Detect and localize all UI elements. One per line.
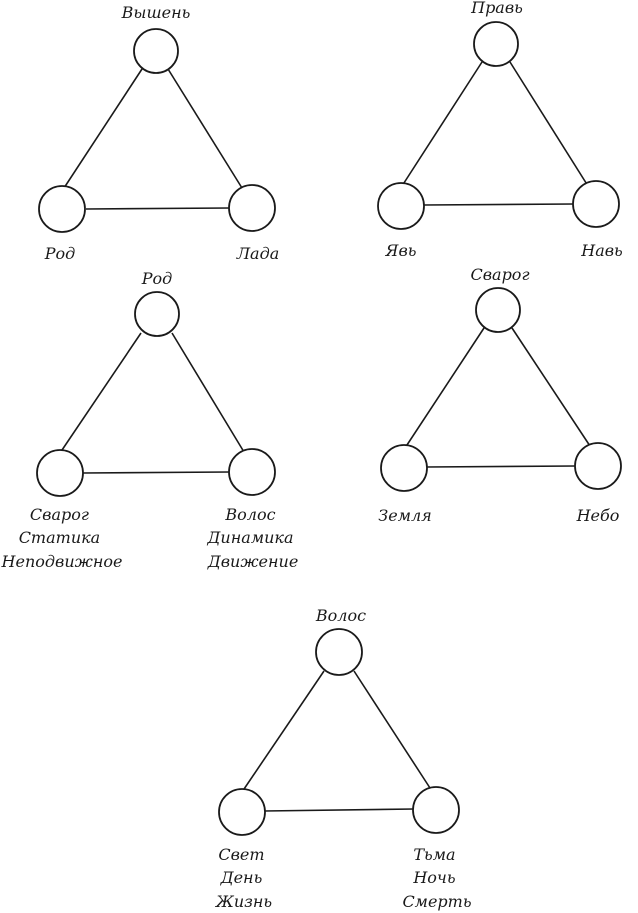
triad-4-edge-left-right [425,465,577,468]
triad-4-top-label: Сварог [470,265,529,284]
triad-1-left-node [38,185,86,233]
triad-2-edge-left-right [423,203,575,206]
triad-5-right-line-2: Ночь [412,868,455,887]
triad-3-right-line-2: Динамика [206,528,293,547]
triad-3-top-label: Род [141,269,173,288]
triad-5-top-label: Волос [315,606,366,625]
triad-4-right-node [574,442,622,490]
triad-3-left-line-3: Неподвижное [1,552,123,571]
triad-5: Волос Свет День Жизнь Тьма Ночь Смерть [215,606,472,911]
triad-5-left-line-1: Свет [218,845,264,864]
triad-5-edge-top-right [353,670,431,789]
triad-1-edge-left-right [85,207,231,210]
triad-2: Правь Явь Навь [377,0,623,260]
triad-5-right-label: Тьма Ночь Смерть [402,845,471,911]
triad-2-left-label: Явь [385,241,417,260]
triad-3: Род Сварог Статика Неподвижное Волос Дин… [1,269,299,571]
triad-5-right-node [412,786,460,834]
triad-1-edge-top-right [167,68,243,189]
triad-2-left-node [377,182,425,230]
triad-5-left-line-3: Жизнь [215,892,272,911]
triad-1-top-node [133,28,179,74]
triad-5-left-node [218,788,266,836]
triad-5-top-node [315,628,363,676]
triad-2-right-node [572,180,620,228]
triad-5-edge-left-right [263,808,415,812]
triad-5-right-line-3: Смерть [402,892,471,911]
triad-5-edge-top-left [241,670,325,793]
triad-4-edge-top-right [511,327,591,447]
triad-2-edge-top-right [509,61,589,187]
triad-2-edge-top-left [401,61,483,187]
triad-3-left-line-1: Сварог [30,505,89,524]
triad-3-right-line-3: Движение [207,552,299,571]
triad-2-right-label: Навь [580,241,623,260]
triad-4-edge-top-left [404,327,485,449]
triad-3-left-line-2: Статика [19,528,101,547]
triad-1-edge-top-left [63,68,143,189]
triad-3-right-label: Волос Динамика Движение [206,505,298,571]
triad-3-edge-left-right [82,471,231,474]
triad-3-top-node [134,291,180,337]
triad-5-right-line-1: Тьма [413,845,455,864]
triad-4-left-label: Земля [378,506,431,525]
triad-2-top-label: Правь [470,0,523,17]
triad-4-right-label: Небо [576,506,620,525]
triad-1-right-label: Лада [236,244,280,263]
triad-3-edge-top-left [59,332,142,454]
triad-1: Вышень Род Лада [38,3,280,263]
triad-4-top-node [475,287,521,333]
triad-4: Сварог Земля Небо [378,265,622,525]
triad-3-edge-top-right [171,332,245,453]
triad-1-right-node [228,184,276,232]
triad-1-top-label: Вышень [121,3,191,22]
triad-3-right-node [228,448,276,496]
triad-4-left-node [380,444,428,492]
triad-1-left-label: Род [44,244,76,263]
triad-3-left-node [36,449,84,497]
triad-5-left-line-2: День [220,868,263,887]
triad-3-right-line-1: Волос [224,505,275,524]
triad-5-left-label: Свет День Жизнь [215,845,272,911]
triad-3-left-label: Сварог Статика Неподвижное [1,505,123,571]
triad-2-top-node [473,21,519,67]
